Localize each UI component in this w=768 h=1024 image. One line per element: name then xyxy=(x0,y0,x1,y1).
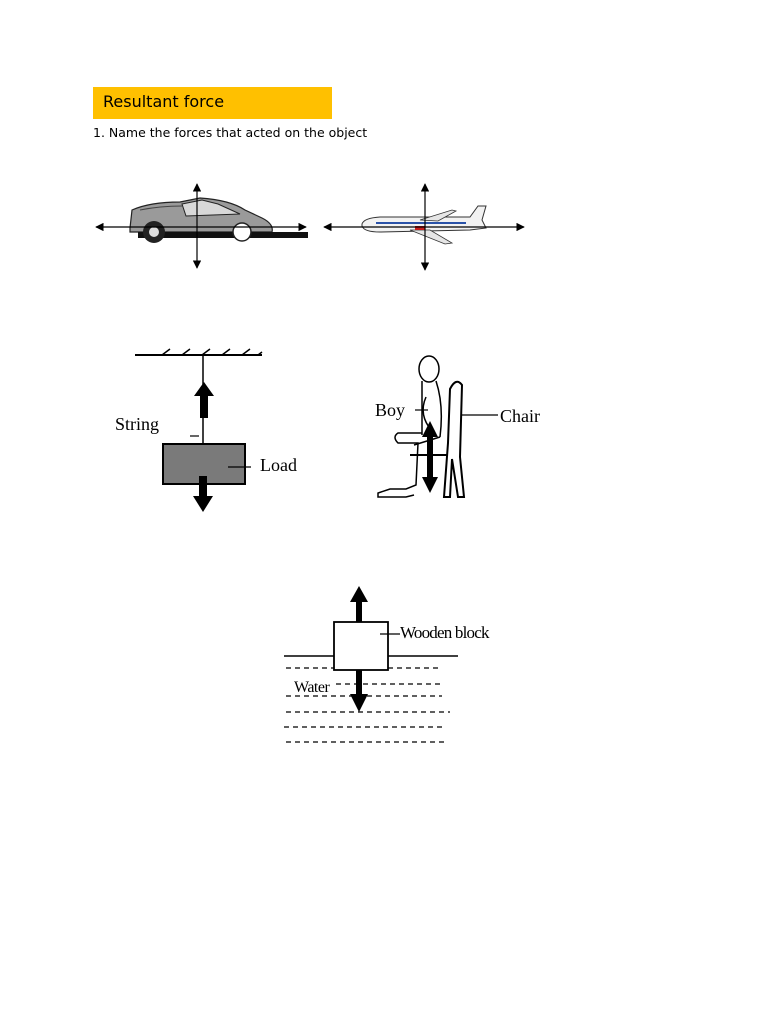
boy-outline xyxy=(377,355,443,498)
boy-weight-arrow xyxy=(422,455,438,493)
question-1: 1. Name the forces that acted on the obj… xyxy=(93,125,368,140)
chair-outline xyxy=(410,380,466,498)
boy-label: Boy xyxy=(375,400,405,420)
load-label: Load xyxy=(260,455,297,475)
car-diagram xyxy=(95,183,308,269)
tension-arrow xyxy=(194,382,214,418)
wooden-block xyxy=(333,621,389,671)
car-icon xyxy=(129,197,308,243)
boy-chair-diagram: Boy Chair xyxy=(375,355,540,498)
normal-force-arrow xyxy=(422,421,438,455)
water-lines xyxy=(284,667,450,743)
section-title: Resultant force xyxy=(93,87,332,119)
string-label: String xyxy=(115,414,159,434)
hanging-load-diagram: String Load xyxy=(115,348,297,512)
weight-arrow xyxy=(193,476,213,512)
floating-block-diagram: Wooden block Water xyxy=(284,586,491,743)
water-label: Water xyxy=(294,679,330,696)
buoyancy-arrow xyxy=(350,586,368,622)
ceiling-hatch xyxy=(161,348,263,356)
section-title-text: Resultant force xyxy=(103,92,225,111)
wooden-block-label: Wooden block xyxy=(400,623,490,642)
block-weight-arrow xyxy=(350,670,368,712)
airplane-diagram xyxy=(323,183,525,271)
airplane-icon xyxy=(361,205,487,245)
chair-label: Chair xyxy=(500,406,540,426)
